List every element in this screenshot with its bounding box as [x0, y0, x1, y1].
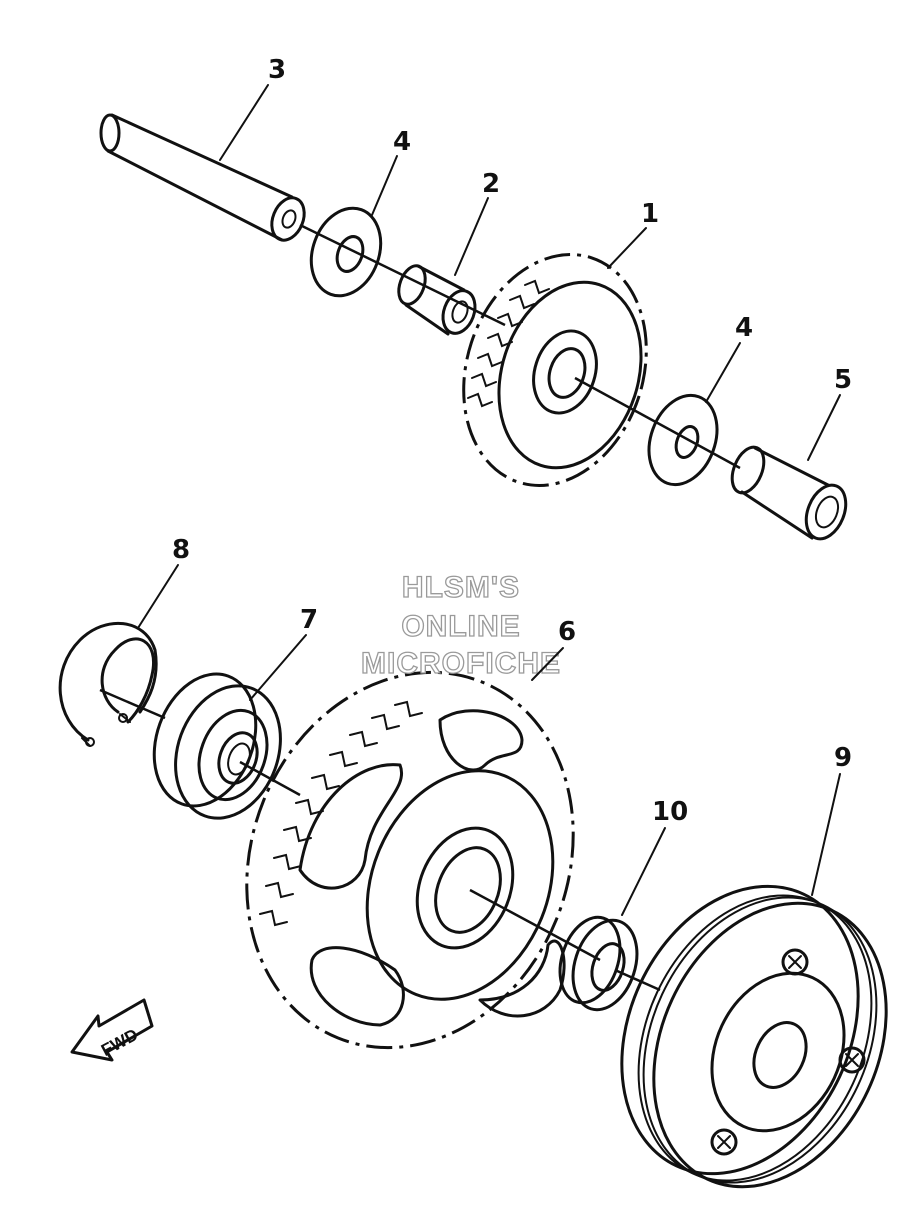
- watermark-line-3: MICROFICHE: [361, 647, 561, 680]
- svg-text:6: 6: [558, 617, 576, 647]
- watermark-line-1: HLSM'S: [402, 571, 520, 604]
- callout-5: 5: [807, 365, 852, 461]
- callout-2: 2: [454, 169, 500, 276]
- callout-7: 7: [249, 605, 318, 701]
- callout-8: 8: [137, 535, 190, 629]
- clutch-screw-1: [781, 948, 809, 976]
- svg-text:8: 8: [172, 535, 190, 565]
- part-2-bushing: [397, 264, 477, 336]
- svg-text:4: 4: [735, 313, 753, 343]
- callout-4-lower: 4: [705, 313, 753, 403]
- fwd-label: FWD: [98, 1025, 141, 1060]
- clutch-screw-3: [710, 1128, 738, 1156]
- watermark: HLSM'S ONLINE MICROFICHE: [360, 570, 561, 680]
- callout-9: 9: [811, 743, 852, 896]
- part-3-shaft: [99, 113, 306, 242]
- part-4-washer-lower: [647, 393, 719, 487]
- svg-text:2: 2: [482, 169, 500, 199]
- svg-text:10: 10: [652, 797, 688, 827]
- part-1-idler-gear: [462, 253, 648, 487]
- part-5-collar: [730, 445, 848, 541]
- callout-3: 3: [219, 55, 286, 161]
- svg-text:7: 7: [300, 605, 318, 635]
- fwd-direction-arrow: FWD: [70, 998, 154, 1062]
- svg-text:4: 4: [393, 127, 411, 157]
- part-10-spacer: [558, 915, 639, 1012]
- part-9-clutch-assembly: [620, 884, 888, 1189]
- svg-text:1: 1: [641, 199, 659, 229]
- part-4-washer-upper: [309, 206, 383, 298]
- clutch-screw-2: [838, 1046, 866, 1074]
- assembly-axis-lower: [99, 688, 166, 720]
- watermark-line-2: ONLINE: [401, 610, 520, 643]
- callout-4-upper: 4: [371, 127, 411, 216]
- svg-text:9: 9: [834, 743, 852, 773]
- svg-text:3: 3: [268, 55, 286, 85]
- svg-text:5: 5: [834, 365, 852, 395]
- part-6-starter-gear: [245, 670, 575, 1050]
- callout-1: 1: [607, 199, 659, 269]
- callout-10: 10: [621, 797, 688, 916]
- part-7-ball-bearing: [152, 672, 282, 820]
- callout-6: 6: [531, 617, 576, 681]
- part-8-circlip: [58, 621, 158, 747]
